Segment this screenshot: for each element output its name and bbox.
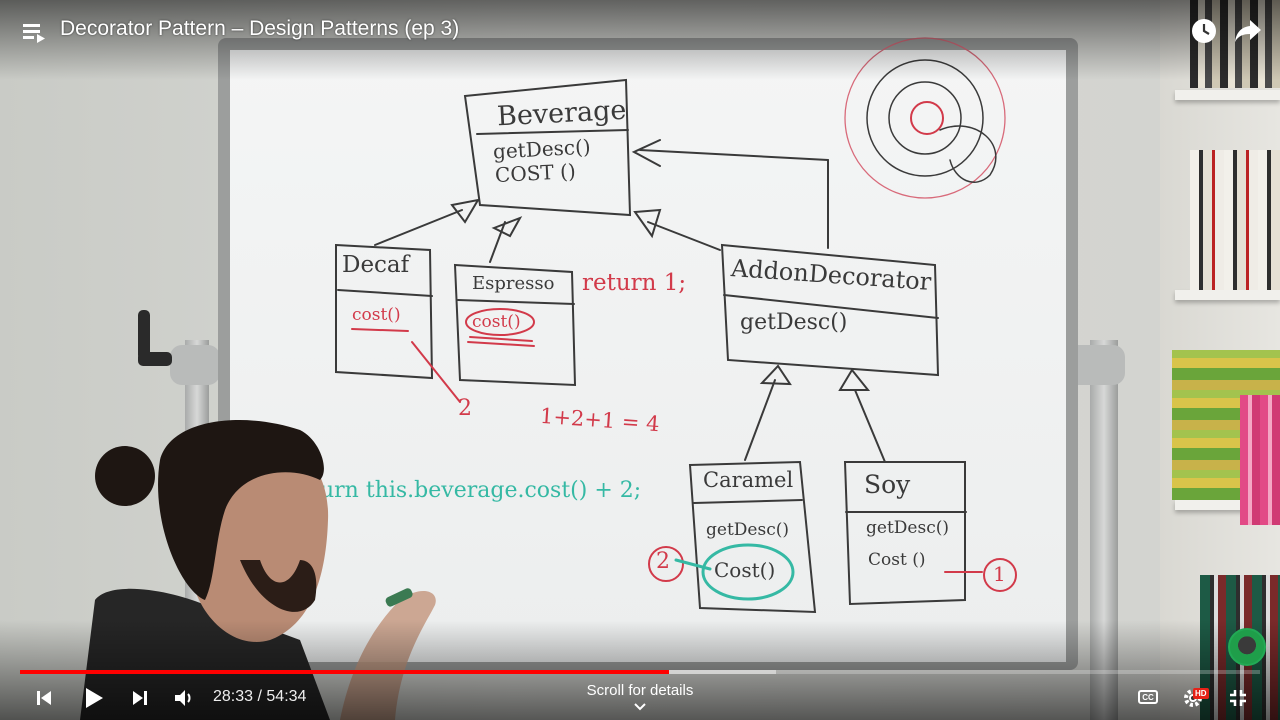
books [1190, 150, 1280, 290]
method-getdesc: getDesc() [706, 520, 789, 540]
scroll-hint-label: Scroll for details [586, 682, 694, 699]
method-cost: cost() [472, 312, 521, 332]
chevron-down-icon [540, 699, 740, 715]
skip-next-icon[interactable] [128, 686, 152, 710]
stand-clamp [170, 345, 220, 385]
cc-icon[interactable]: CC [1136, 688, 1160, 706]
whiteboard [230, 50, 1066, 662]
top-gradient [0, 0, 1280, 80]
progress-played [20, 670, 669, 674]
note-return-one: return 1; [582, 270, 687, 296]
playlist-icon[interactable] [20, 18, 48, 46]
exit-fullscreen-icon[interactable] [1226, 686, 1250, 710]
note-decaf-value: 2 [458, 396, 472, 421]
note-soy-value: 1 [993, 562, 1006, 586]
method-cost: cost() [352, 305, 401, 325]
method-getdesc: getDesc() [740, 310, 848, 335]
hd-badge: HD [1193, 688, 1209, 699]
method-getdesc: getDesc() [866, 518, 949, 538]
shelf [1175, 90, 1280, 100]
volume-icon[interactable] [171, 686, 197, 710]
class-name-caramel: Caramel [703, 468, 794, 492]
video-title[interactable]: Decorator Pattern – Design Patterns (ep … [60, 17, 460, 40]
time-display: 28:33 / 54:34 [213, 688, 306, 706]
note-return-beverage: urn this.beverage.cost() + 2; [320, 478, 642, 503]
method-cost: Cost () [868, 550, 926, 570]
current-time: 28:33 [213, 688, 254, 705]
books [1240, 395, 1280, 525]
method-cost: Cost() [714, 558, 776, 582]
stand-knob [138, 310, 150, 360]
class-name-decaf: Decaf [342, 252, 410, 278]
class-name-soy: Soy [864, 470, 911, 499]
class-name-espresso: Espresso [472, 273, 555, 294]
clock-icon[interactable] [1188, 15, 1220, 47]
progress-bar[interactable] [20, 670, 1260, 674]
time-separator: / [257, 688, 262, 705]
cc-label: CC [1138, 690, 1158, 704]
note-caramel-value: 2 [656, 549, 670, 574]
channel-avatar[interactable] [1228, 628, 1266, 666]
stand-knob [138, 352, 172, 366]
shelf [1175, 500, 1280, 510]
scroll-for-details[interactable]: Scroll for details [540, 682, 740, 715]
shelf [1175, 290, 1280, 300]
skip-previous-icon[interactable] [32, 686, 56, 710]
share-arrow-icon[interactable] [1232, 15, 1264, 47]
play-icon[interactable] [80, 684, 108, 712]
duration: 54:34 [266, 688, 307, 705]
